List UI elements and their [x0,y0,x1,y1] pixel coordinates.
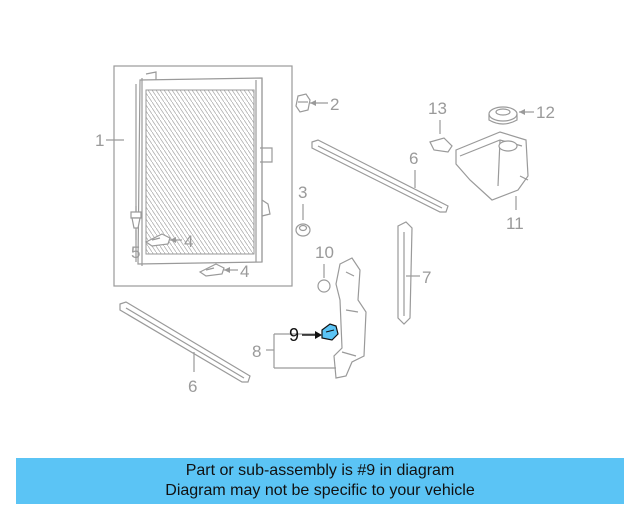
info-banner: Part or sub-assembly is #9 in diagram Di… [16,458,624,504]
grommet-part [295,223,311,237]
clip-part [317,279,331,293]
bracket-part-upper [144,233,171,247]
callout-4-lower-label: 4 [240,262,249,281]
callout-13[interactable]: 13 [428,99,447,134]
drain-plug-part [295,93,311,113]
callout-9-label: 9 [289,325,299,345]
callout-5-label: 5 [131,243,140,262]
callout-4-upper[interactable]: 4 [170,232,193,251]
callout-9[interactable]: 9 [289,325,322,345]
bracket-part-lower [198,263,225,277]
callout-8[interactable]: 8 [252,333,336,369]
side-seal-part [397,221,413,325]
callout-7[interactable]: 7 [406,268,431,287]
radiator [135,71,273,266]
callout-7-label: 7 [422,268,431,287]
tank-bracket-part [429,137,453,153]
expansion-tank-cap-part [488,106,518,125]
callout-11[interactable]: 11 [506,196,524,233]
parts-diagram: 1 2 3 5 4 [95,65,555,396]
callout-10[interactable]: 10 [315,243,334,278]
callout-1[interactable]: 1 [95,131,124,150]
callout-5[interactable]: 5 [131,230,140,262]
callout-4-upper-label: 4 [184,232,193,251]
radiator-frame-box [113,65,293,287]
callout-2-label: 2 [330,95,339,114]
callout-6-lower-label: 6 [188,377,197,396]
callout-1-label: 1 [95,131,104,150]
seal-strip-upper-part [311,139,449,213]
banner-line-1: Part or sub-assembly is #9 in diagram [185,462,455,479]
highlighted-part-9[interactable] [321,323,339,341]
air-duct-part [333,257,367,379]
callout-11-label: 11 [506,214,524,233]
callout-2[interactable]: 2 [310,95,339,114]
callout-12-label: 12 [536,103,555,122]
seal-strip-lower-part [119,301,251,383]
callout-8-label: 8 [252,342,261,361]
callout-13-label: 13 [428,99,447,118]
callout-6-lower[interactable]: 6 [188,352,197,396]
callout-10-label: 10 [315,243,334,262]
callout-3[interactable]: 3 [298,183,307,220]
bolt-part [130,206,142,229]
banner-line-2: Diagram may not be specific to your vehi… [165,482,475,499]
callout-12[interactable]: 12 [519,103,555,122]
expansion-tank-part [455,131,529,201]
callout-6-upper[interactable]: 6 [409,149,418,188]
callout-4-lower[interactable]: 4 [224,262,249,281]
callout-3-label: 3 [298,183,307,202]
callout-6-upper-label: 6 [409,149,418,168]
